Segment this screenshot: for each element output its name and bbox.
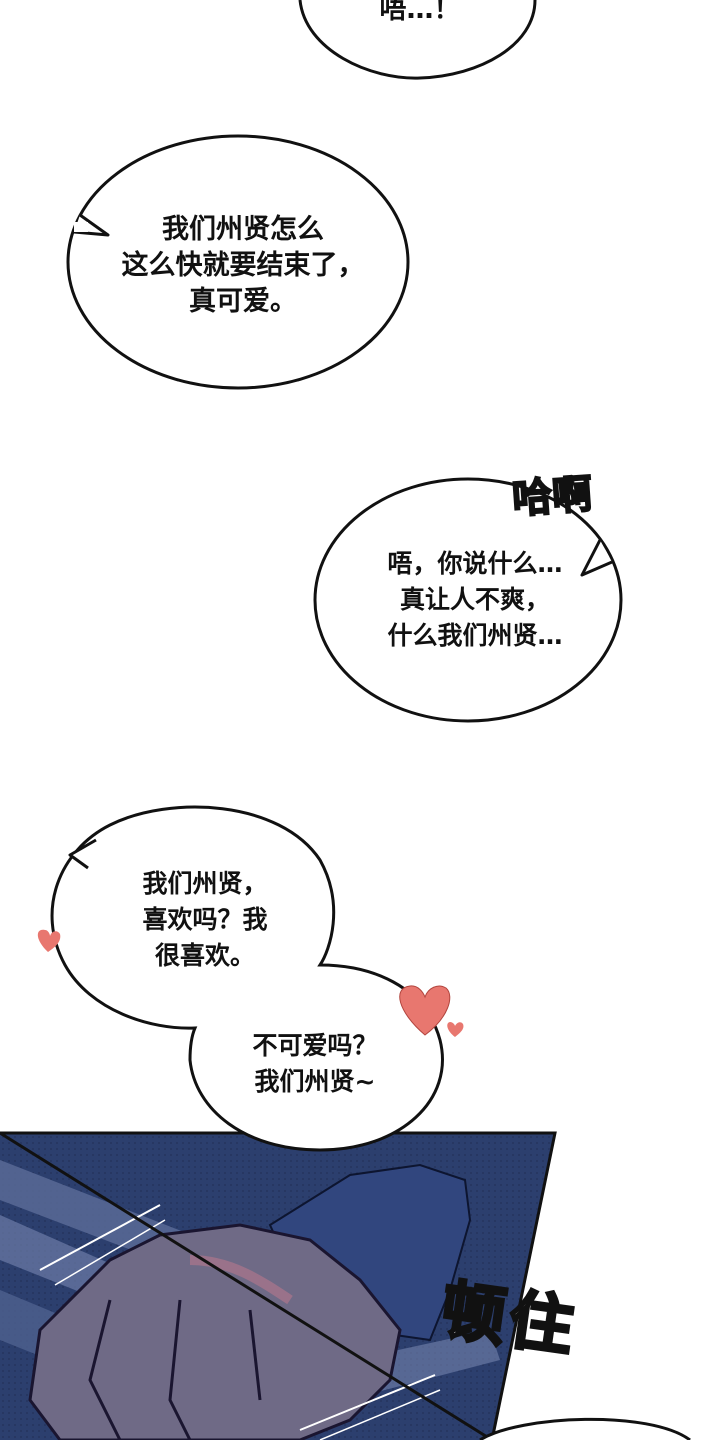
speech-bubble-3 <box>313 477 623 723</box>
heart-icon <box>37 929 61 952</box>
bubble-5-text: 不可爱吗？ 我们州贤~ <box>252 1031 378 1096</box>
hand-panel <box>0 1133 555 1440</box>
hand <box>28 1223 402 1440</box>
bubble-1-text: 唔…！ <box>379 0 461 25</box>
bubble-2-text: 我们州贤怎么 这么快就要结束了， 真可爱。 <box>121 214 365 317</box>
heart-icon <box>399 985 451 1036</box>
heart-icon <box>447 1022 464 1037</box>
sfx-stop: 顿住 <box>435 1272 583 1367</box>
speech-bubble-2 <box>66 134 410 390</box>
speech-bubble-6 <box>479 1417 691 1440</box>
bubble-3-text: 唔，你说什么… 真让人不爽， 什么我们州贤… <box>387 549 563 650</box>
speech-bubble-1 <box>298 0 537 80</box>
sfx-pant: 哈啊 <box>510 470 595 523</box>
bubble-4-text: 我们州贤， 喜欢吗？我 很喜欢。 <box>142 869 268 970</box>
speech-bubble-4-5 <box>50 805 444 1152</box>
